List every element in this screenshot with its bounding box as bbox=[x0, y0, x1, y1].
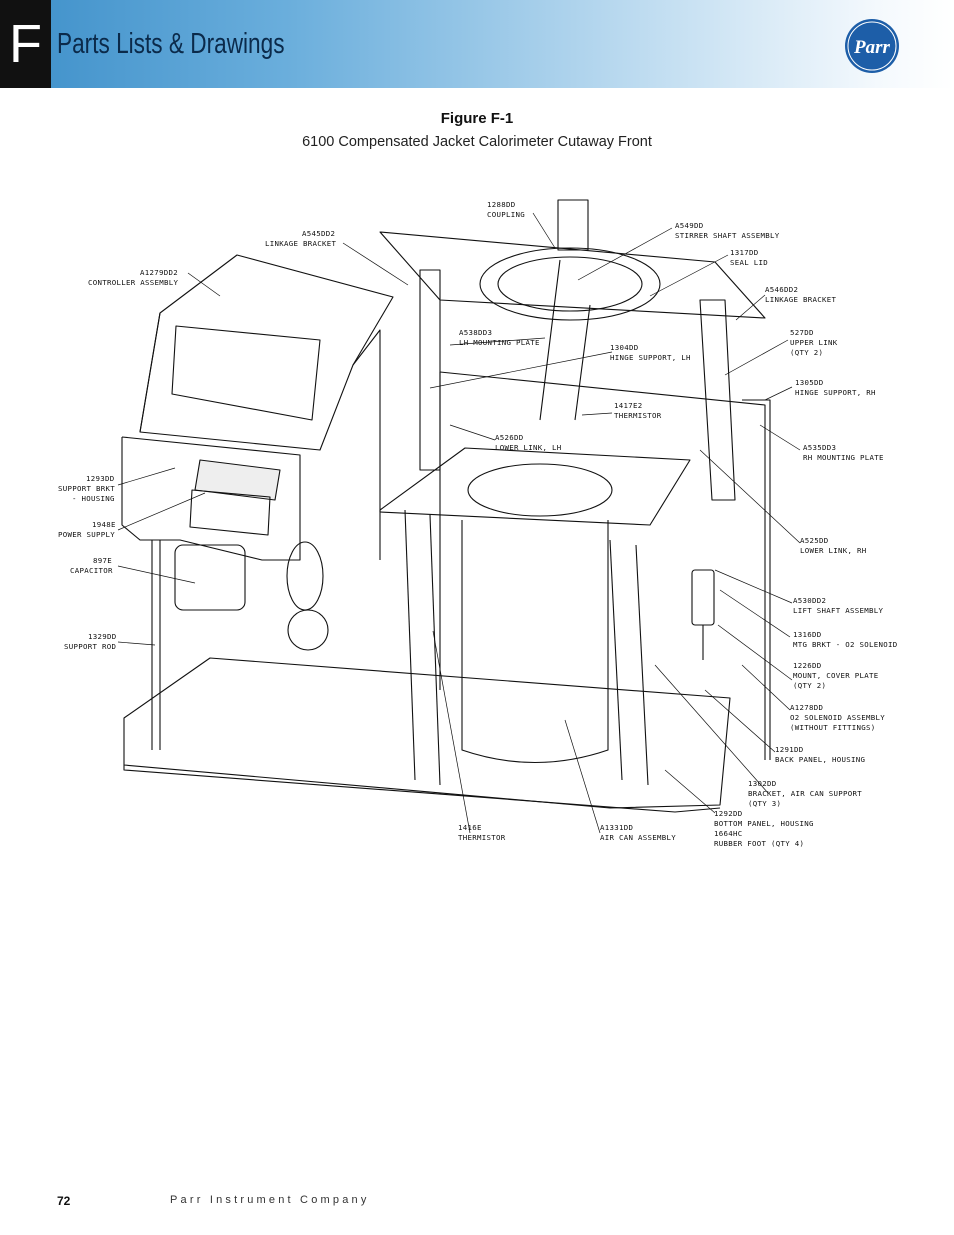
lift-plate-opening bbox=[467, 463, 613, 517]
section-letter: F bbox=[0, 0, 51, 88]
callout-solenoid-desc: O2 SOLENOID ASSEMBLY bbox=[790, 713, 885, 722]
callout-thermistor-upper-desc: THERMISTOR bbox=[614, 411, 662, 420]
controller-screen bbox=[171, 325, 321, 421]
callout-rubber-foot-part: 1664HC bbox=[714, 829, 743, 838]
vent-grille bbox=[194, 459, 281, 501]
lift-plate bbox=[379, 447, 691, 526]
callout-lift-shaft-part: A530DD2 bbox=[793, 596, 826, 605]
figure-caption: 6100 Compensated Jacket Calorimeter Cuta… bbox=[302, 134, 652, 150]
callout-solenoid-part: A1278DD bbox=[790, 703, 823, 712]
callout-bottom-panel-part: 1292DD bbox=[714, 809, 743, 818]
callout-bottom-panel-desc: BOTTOM PANEL, HOUSING bbox=[714, 819, 814, 828]
callout-seal-lid-desc: SEAL LID bbox=[730, 258, 768, 267]
callout-stirrer-part: A549DD bbox=[675, 221, 704, 230]
callout-back-panel-desc: BACK PANEL, HOUSING bbox=[775, 755, 865, 764]
power-supply bbox=[189, 489, 271, 536]
callout-lower-link-rh-desc: LOWER LINK, RH bbox=[800, 546, 867, 555]
callout-back-panel-part: 1291DD bbox=[775, 745, 804, 754]
callout-hinge-lh-part: 1304DD bbox=[610, 343, 639, 352]
callout-lift-shaft-desc: LIFT SHAFT ASSEMBLY bbox=[793, 606, 883, 615]
capacitor-cap bbox=[286, 541, 324, 611]
coupling bbox=[557, 199, 589, 251]
callout-support-rod-part: 1329DD bbox=[88, 632, 117, 641]
callout-rh-plate-desc: RH MOUNTING PLATE bbox=[803, 453, 884, 462]
callout-upper-link-part: 527DD bbox=[790, 328, 814, 337]
callout-power-supply-desc: POWER SUPPLY bbox=[58, 530, 115, 539]
callout-solenoid-note: (WITHOUT FITTINGS) bbox=[790, 723, 876, 732]
figure-label: Figure F-1 bbox=[440, 110, 514, 127]
callout-air-can-part: A1331DD bbox=[600, 823, 633, 832]
callout-thermistor-lower-desc: THERMISTOR bbox=[458, 833, 506, 842]
callout-support-brkt-desc: SUPPORT BRKT bbox=[58, 484, 115, 493]
callout-controller-desc: CONTROLLER ASSEMBLY bbox=[88, 278, 178, 287]
leader-lines bbox=[117, 212, 801, 834]
top-plate bbox=[379, 231, 766, 319]
callout-rh-plate-part: A535DD3 bbox=[803, 443, 836, 452]
drawing-svg: 1288DD COUPLING A545DD2 LINKAGE BRACKET … bbox=[58, 199, 898, 848]
callout-lh-plate-desc: LH MOUNTING PLATE bbox=[459, 338, 540, 347]
callout-capacitor-desc: CAPACITOR bbox=[70, 566, 113, 575]
callout-thermistor-upper-part: 1417E2 bbox=[614, 401, 643, 410]
logo-text: Parr bbox=[853, 37, 891, 58]
callout-support-rod-desc: SUPPORT ROD bbox=[64, 642, 116, 651]
callout-thermistor-lower-part: 1416E bbox=[458, 823, 482, 832]
callout-support-brkt-sub: - HOUSING bbox=[72, 494, 115, 503]
callout-mount-cover-qty: (QTY 2) bbox=[793, 681, 826, 690]
parr-logo: Parr bbox=[845, 19, 899, 73]
footer-company: Parr Instrument Company bbox=[170, 1194, 370, 1206]
callout-power-supply-part: 1948E bbox=[92, 520, 116, 529]
callout-capacitor-part: 897E bbox=[93, 556, 112, 565]
callout-labels: 1288DD COUPLING A545DD2 LINKAGE BRACKET … bbox=[58, 200, 898, 848]
callout-linkage-left-desc: LINKAGE BRACKET bbox=[265, 239, 336, 248]
callout-hinge-rh-desc: HINGE SUPPORT, RH bbox=[795, 388, 876, 397]
callout-lower-link-lh-desc: LOWER LINK, LH bbox=[495, 443, 562, 452]
callout-rubber-foot-desc: RUBBER FOOT (QTY 4) bbox=[714, 839, 804, 848]
callout-air-can-bracket-part: 1302DD bbox=[748, 779, 777, 788]
callout-support-brkt-part: 1293DD bbox=[86, 474, 115, 483]
callout-mount-cover-desc: MOUNT, COVER PLATE bbox=[793, 671, 879, 680]
callout-mtg-brkt-desc: MTG BRKT - O2 SOLENOID bbox=[793, 640, 898, 649]
callout-lower-link-lh-part: A526DD bbox=[495, 433, 524, 442]
callout-mount-cover-part: 1226DD bbox=[793, 661, 822, 670]
seal-lid bbox=[479, 247, 661, 321]
callout-upper-link-desc: UPPER LINK bbox=[790, 338, 838, 347]
callout-linkage-right-desc: LINKAGE BRACKET bbox=[765, 295, 836, 304]
callout-lh-plate-part: A538DD3 bbox=[459, 328, 492, 337]
callout-hinge-lh-desc: HINGE SUPPORT, LH bbox=[610, 353, 691, 362]
page-number: 72 bbox=[57, 1194, 71, 1208]
callout-hinge-rh-part: 1305DD bbox=[795, 378, 824, 387]
callout-air-can-desc: AIR CAN ASSEMBLY bbox=[600, 833, 676, 842]
callout-coupling-part: 1288DD bbox=[487, 200, 516, 209]
callout-air-can-bracket-desc: BRACKET, AIR CAN SUPPORT bbox=[748, 789, 862, 798]
o2-solenoid bbox=[691, 569, 715, 626]
capacitor bbox=[174, 544, 246, 611]
hinge-right bbox=[699, 299, 736, 501]
cutaway-drawing: 1288DD COUPLING A545DD2 LINKAGE BRACKET … bbox=[50, 180, 910, 870]
callout-upper-link-qty: (QTY 2) bbox=[790, 348, 823, 357]
hinge-left bbox=[419, 269, 441, 471]
callout-seal-lid-part: 1317DD bbox=[730, 248, 759, 257]
callout-air-can-bracket-qty: (QTY 3) bbox=[748, 799, 781, 808]
bottom-panel bbox=[123, 657, 731, 809]
callout-mtg-brkt-part: 1316DD bbox=[793, 630, 822, 639]
air-can bbox=[461, 520, 609, 763]
callout-linkage-right-part: A546DD2 bbox=[765, 285, 798, 294]
page-header: F Parts Lists & Drawings Parr bbox=[0, 0, 954, 88]
callout-linkage-left-part: A545DD2 bbox=[302, 229, 335, 238]
drawing-linework bbox=[121, 199, 771, 813]
callout-coupling-desc: COUPLING bbox=[487, 210, 525, 219]
callout-controller-part: A1279DD2 bbox=[140, 268, 178, 277]
cutout-hole bbox=[287, 609, 329, 651]
page-title: Parts Lists & Drawings bbox=[57, 28, 285, 60]
callout-lower-link-rh-part: A525DD bbox=[800, 536, 829, 545]
callout-stirrer-desc: STIRRER SHAFT ASSEMBLY bbox=[675, 231, 780, 240]
